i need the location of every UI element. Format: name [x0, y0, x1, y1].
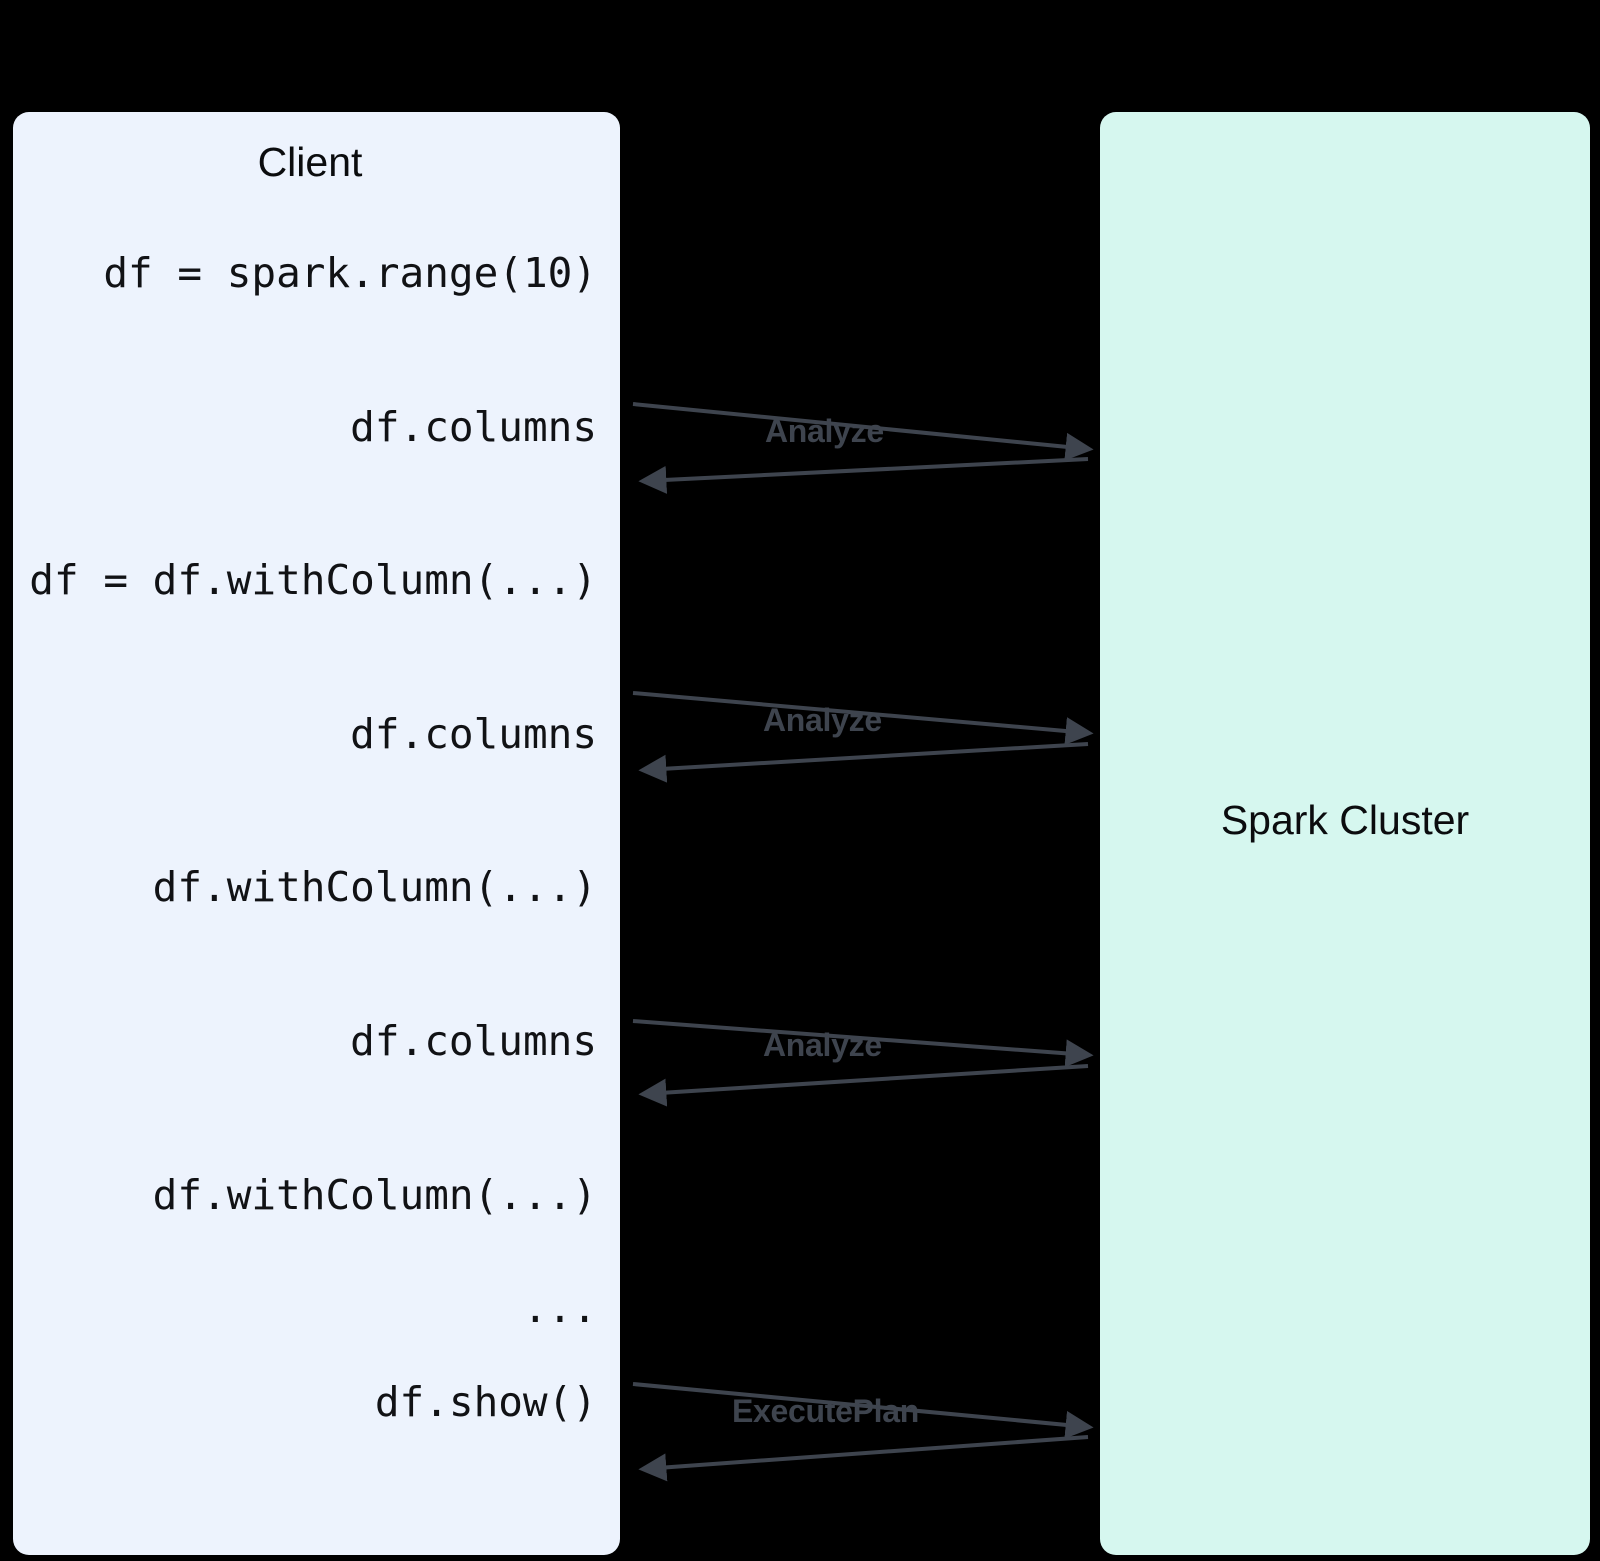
- spark-cluster-panel-title: Spark Cluster: [1220, 797, 1470, 843]
- message-label-analyze-1: Analyze: [765, 413, 884, 449]
- code-line-df-withcolumn-1: df.withColumn(...): [152, 863, 597, 911]
- code-line-spark-range: df = spark.range(10): [103, 249, 597, 297]
- code-line-df-show: df.show(): [374, 1378, 597, 1426]
- client-panel-title: Client: [257, 139, 363, 185]
- message-label-executeplan: ExecutePlan: [732, 1393, 920, 1429]
- code-line-ellipsis: ...: [522, 1284, 597, 1332]
- arrow-response-analyze-1: [638, 457, 1089, 494]
- code-line-df-columns-2: df.columns: [350, 710, 597, 758]
- message-label-analyze-3: Analyze: [763, 1027, 882, 1063]
- arrow-response-analyze-3: [638, 1064, 1089, 1107]
- message-label-analyze-2: Analyze: [763, 702, 882, 738]
- spark-cluster-panel: [1100, 112, 1590, 1555]
- code-line-df-columns-3: df.columns: [350, 1017, 597, 1065]
- code-line-df-withcolumn-2: df.withColumn(...): [152, 1171, 597, 1219]
- code-line-df-withcolumn-assign: df = df.withColumn(...): [29, 556, 597, 604]
- client-panel: [13, 112, 620, 1555]
- arrow-response-executeplan: [638, 1435, 1089, 1482]
- code-line-df-columns-1: df.columns: [350, 403, 597, 451]
- arrow-response-analyze-2: [638, 742, 1089, 783]
